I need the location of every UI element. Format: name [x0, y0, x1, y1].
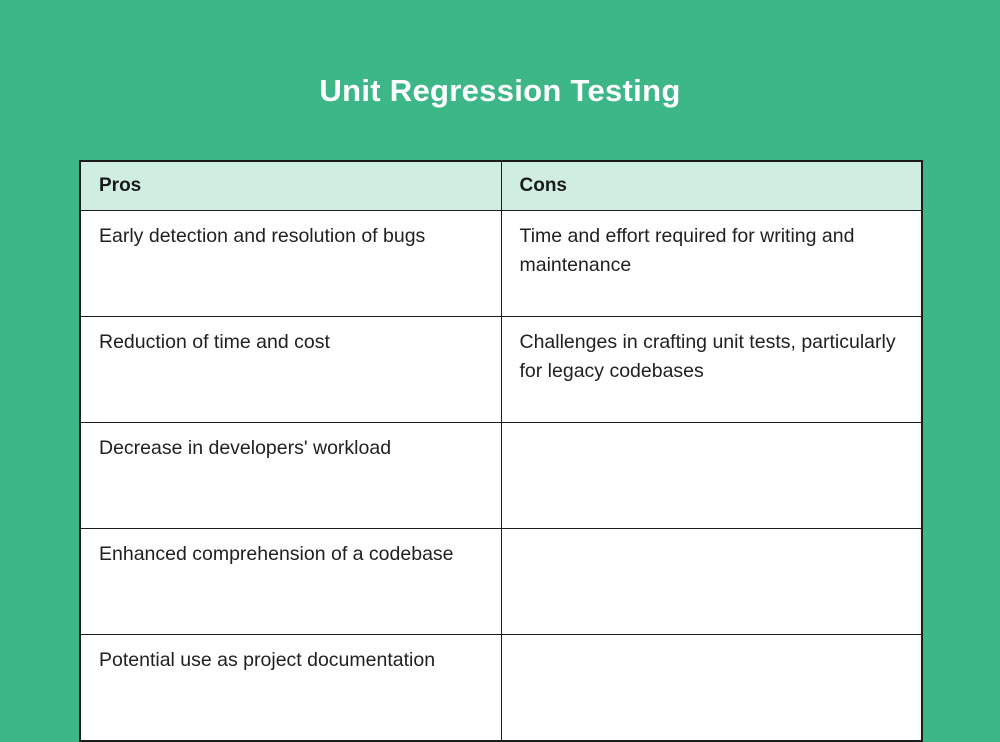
column-header-cons: Cons [500, 160, 923, 211]
table-row: Potential use as project documentation [79, 634, 923, 742]
pros-cell: Decrease in developers' workload [79, 422, 502, 529]
pros-cell: Enhanced comprehension of a codebase [79, 528, 502, 635]
cons-cell: Challenges in crafting unit tests, parti… [500, 316, 923, 423]
pros-cell: Reduction of time and cost [79, 316, 502, 423]
page-title: Unit Regression Testing [319, 73, 681, 108]
pros-cons-table-container: Pros Cons Early detection and resolution… [79, 160, 923, 742]
cons-cell [500, 528, 923, 635]
column-header-pros: Pros [79, 160, 502, 211]
cons-cell [500, 634, 923, 742]
table-row: Early detection and resolution of bugs T… [79, 210, 923, 317]
table-row: Reduction of time and cost Challenges in… [79, 316, 923, 423]
pros-cell: Potential use as project documentation [79, 634, 502, 742]
table-header-row: Pros Cons [79, 160, 923, 211]
cons-cell: Time and effort required for writing and… [500, 210, 923, 317]
pros-cell: Early detection and resolution of bugs [79, 210, 502, 317]
cons-cell [500, 422, 923, 529]
table-row: Enhanced comprehension of a codebase [79, 528, 923, 635]
pros-cons-table: Pros Cons Early detection and resolution… [79, 160, 923, 742]
table-row: Decrease in developers' workload [79, 422, 923, 529]
